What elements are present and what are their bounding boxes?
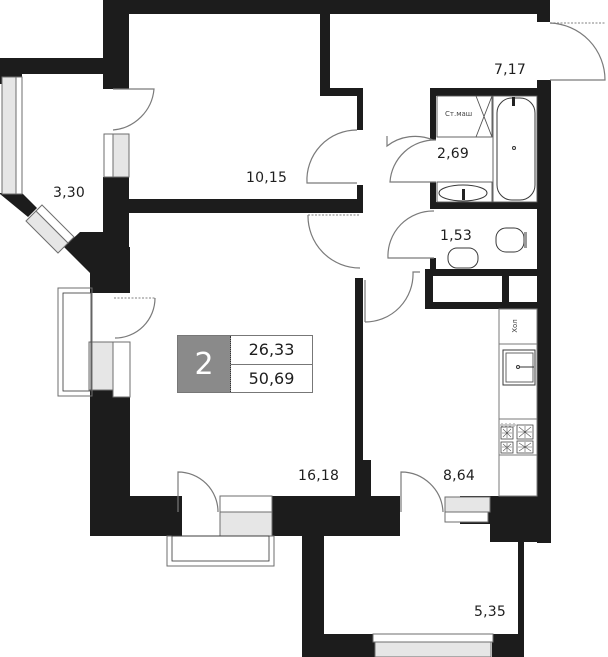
stove-icon: [500, 423, 534, 454]
room-area-loggia-bottom: 5,35: [474, 604, 506, 620]
fridge-label: Хол: [510, 319, 519, 333]
doors: [112, 22, 606, 513]
room-area-bathroom: 2,69: [437, 146, 469, 162]
fixtures: [436, 95, 538, 497]
room-area-bedroom: 10,15: [246, 170, 288, 186]
room-area-loggia-left: 3,30: [53, 185, 85, 201]
windows: [1, 76, 494, 657]
room-area-hallway: 7,17: [494, 62, 526, 78]
room-area-kitchen: 8,64: [443, 468, 475, 484]
area-values: 26,33 50,69: [231, 336, 312, 392]
room-area-toilet: 1,53: [440, 228, 472, 244]
walls: [0, 0, 551, 657]
washing-machine-label: Ст.маш: [445, 110, 473, 118]
total-area-value: 50,69: [248, 368, 295, 388]
rooms-count: 2: [178, 336, 231, 392]
apartment-summary-badge: 2 26,33 50,69: [177, 335, 313, 393]
room-area-living-room: 16,18: [298, 468, 340, 484]
living-area-value: 26,33: [231, 336, 312, 365]
